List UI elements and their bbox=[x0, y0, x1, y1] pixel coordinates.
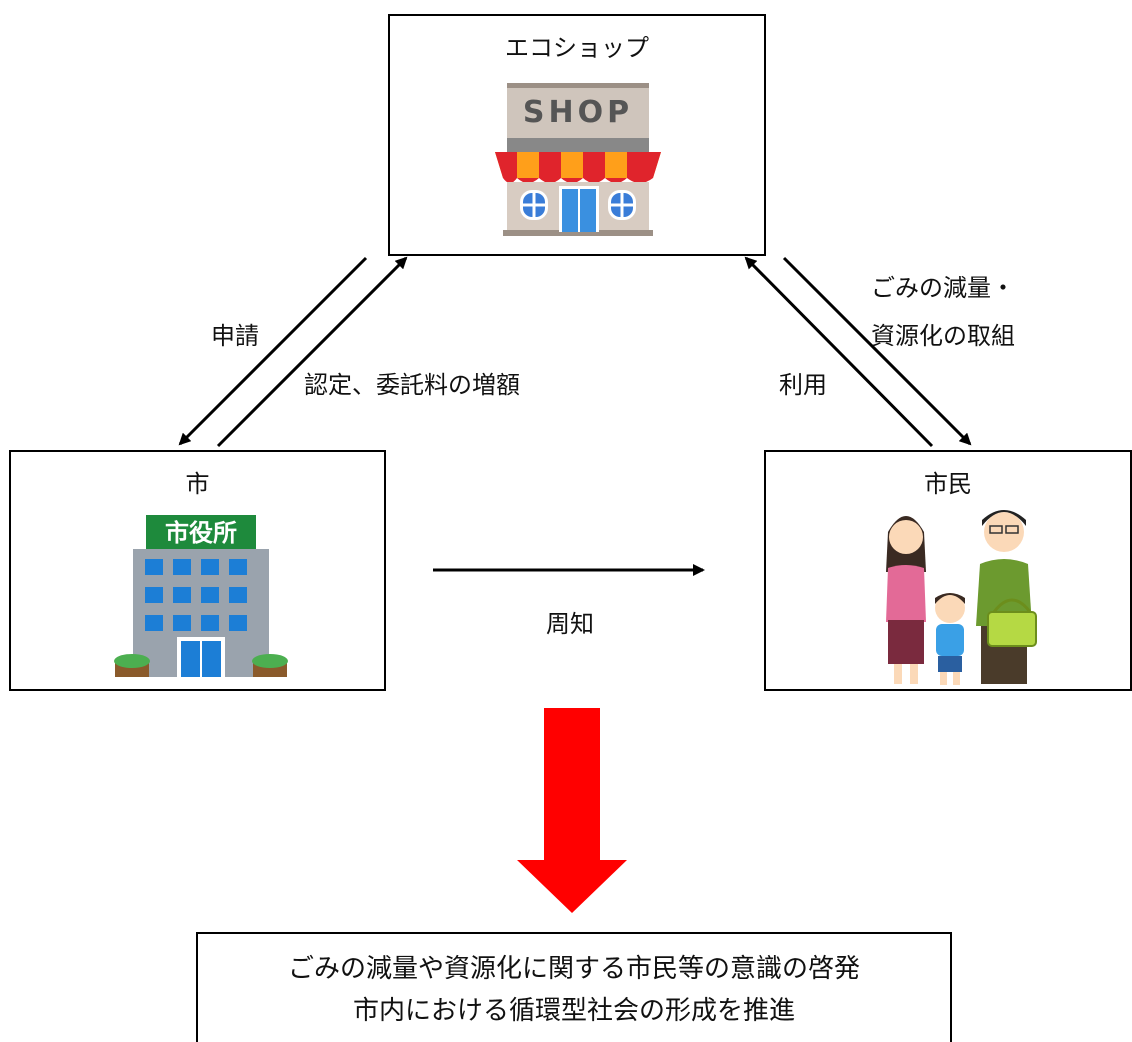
big-down-arrow bbox=[517, 708, 627, 913]
apply-arrow bbox=[178, 256, 368, 446]
city-hall-icon: 市役所 bbox=[114, 515, 288, 677]
result-line-2: 市内における循環型社会の形成を推進 bbox=[352, 996, 795, 1026]
certify-arrow bbox=[216, 256, 408, 448]
city-title: 市 bbox=[185, 470, 210, 498]
family-icon bbox=[886, 510, 1037, 685]
city-hall-sign-text: 市役所 bbox=[165, 519, 237, 547]
apply-label: 申請 bbox=[211, 322, 259, 350]
result-box: ごみの減量や資源化に関する市民等の意識の啓発 市内における循環型社会の形成を推進 bbox=[196, 932, 952, 1042]
citizens-title: 市民 bbox=[924, 470, 972, 498]
certify-label: 認定、委託料の増額 bbox=[304, 371, 520, 399]
shop-sign-text: SHOP bbox=[523, 95, 633, 130]
efforts-label-line1: ごみの減量・ bbox=[871, 274, 1015, 302]
ecoshop-box: エコショップ SHOP bbox=[388, 14, 766, 256]
result-line-1: ごみの減量や資源化に関する市民等の意識の啓発 bbox=[287, 954, 860, 984]
efforts-label-line2: 資源化の取組 bbox=[871, 322, 1015, 350]
efforts-arrow bbox=[782, 256, 972, 446]
use-label: 利用 bbox=[779, 371, 827, 399]
city-box: 市 市役所 bbox=[9, 450, 386, 691]
notify-label: 周知 bbox=[546, 610, 594, 638]
use-arrow bbox=[744, 256, 934, 448]
ecoshop-title: エコショップ bbox=[505, 34, 649, 62]
citizens-box: 市民 bbox=[764, 450, 1132, 691]
shop-icon: SHOP bbox=[495, 83, 661, 236]
